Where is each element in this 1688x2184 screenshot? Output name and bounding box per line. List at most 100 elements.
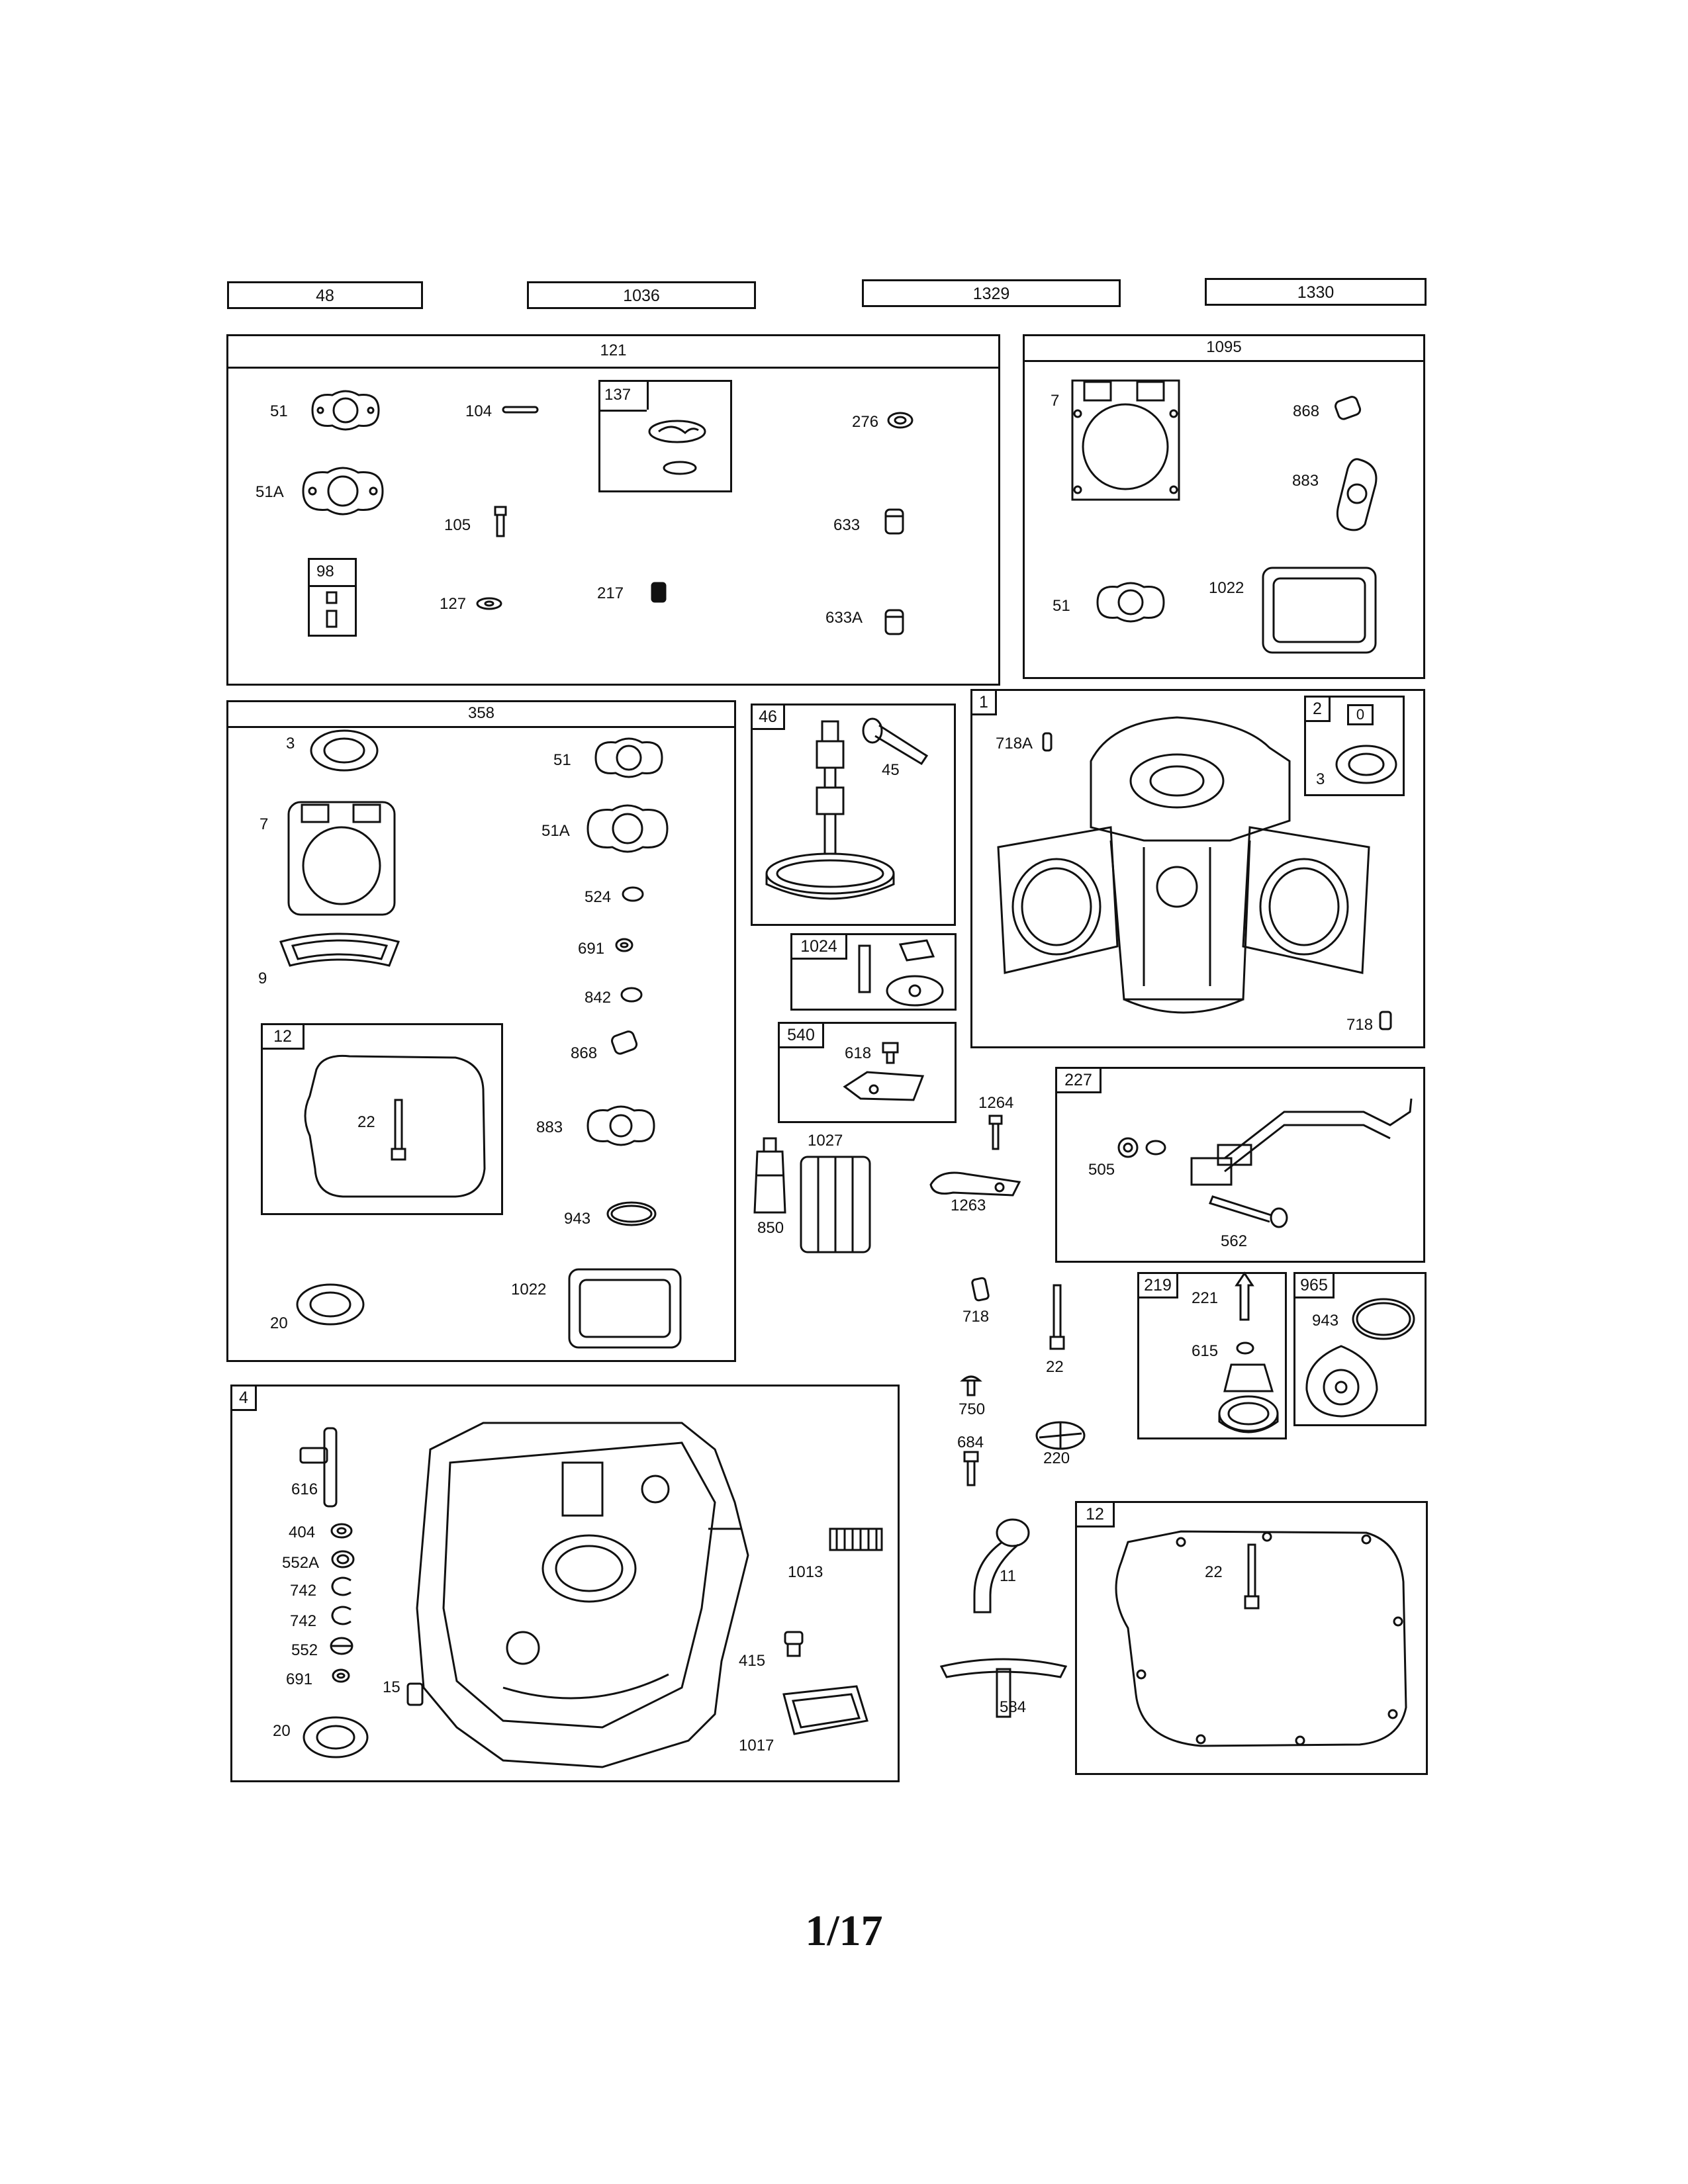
- pin-718: [1379, 1011, 1392, 1030]
- bracket-227: [1190, 1098, 1413, 1186]
- label-7b: 7: [259, 815, 269, 833]
- part-box-1329: 1329: [862, 279, 1121, 307]
- label-1264: 1264: [978, 1094, 1014, 1112]
- cover-gasket-1022: [1262, 567, 1377, 654]
- label-415: 415: [739, 1652, 766, 1670]
- label-1027: 1027: [808, 1132, 843, 1150]
- label-718: 718: [1346, 1016, 1374, 1034]
- box-540-panel: 540: [778, 1022, 957, 1123]
- box-219-title: 219: [1137, 1272, 1178, 1298]
- screw-684: [963, 1451, 979, 1486]
- bolt-22b: [1049, 1284, 1065, 1350]
- label-505: 505: [1088, 1161, 1115, 1179]
- oring-524: [622, 886, 644, 902]
- box-1024-panel: 1024: [790, 933, 957, 1011]
- label-221: 221: [1192, 1289, 1219, 1307]
- kit-12-panel: 12: [261, 1023, 503, 1215]
- box-4-title: 4: [230, 1385, 257, 1411]
- diaphragm-137: [648, 420, 706, 475]
- bolt-562: [1209, 1195, 1288, 1228]
- pin-718b: [971, 1277, 990, 1302]
- box-46-title: 46: [751, 704, 785, 730]
- label-1022b: 1022: [511, 1281, 547, 1298]
- box-12b-panel: 12: [1075, 1501, 1428, 1775]
- oil-pump-1024: [858, 939, 944, 1007]
- label-104: 104: [465, 402, 492, 420]
- box-2-title: 2: [1304, 696, 1331, 722]
- label-11: 11: [1000, 1567, 1016, 1585]
- seal-20: [296, 1283, 365, 1326]
- screw-1264: [988, 1115, 1003, 1150]
- label-691b: 691: [286, 1670, 313, 1688]
- label-562: 562: [1221, 1232, 1248, 1250]
- label-750: 750: [959, 1400, 986, 1418]
- box-965-panel: 965: [1293, 1272, 1427, 1426]
- part-box-1330: 1330: [1205, 278, 1427, 306]
- gasket-51A: [302, 467, 384, 516]
- crankcase-4: [416, 1422, 749, 1768]
- oring-943b: [1352, 1298, 1415, 1340]
- dipstick-tube-11: [973, 1518, 1030, 1614]
- gasket-883b: [586, 1105, 655, 1146]
- bolt-22: [391, 1099, 406, 1161]
- part-box-48: 48: [227, 281, 423, 309]
- seal-3: [310, 729, 379, 772]
- label-9: 9: [258, 970, 267, 987]
- label-217: 217: [597, 584, 624, 602]
- label-3: 3: [286, 735, 295, 752]
- cover-1017: [782, 1685, 868, 1735]
- shaft-584: [939, 1658, 1068, 1718]
- label-22c: 22: [1205, 1563, 1223, 1581]
- label-1263: 1263: [951, 1197, 986, 1214]
- label-868b: 868: [571, 1044, 598, 1062]
- governor-gear-219: [1218, 1363, 1279, 1433]
- label-15: 15: [383, 1678, 400, 1696]
- plug-415: [784, 1631, 804, 1657]
- label-618: 618: [845, 1044, 872, 1062]
- label-1022: 1022: [1209, 579, 1244, 597]
- bushing-552: [330, 1637, 353, 1655]
- gasket-51: [311, 390, 380, 431]
- screw-15: [406, 1682, 424, 1706]
- page-number: 1/17: [805, 1907, 883, 1955]
- label-883: 883: [1292, 472, 1319, 490]
- box-227-title: 227: [1055, 1067, 1102, 1093]
- crankcase-gasket-12: [304, 1054, 486, 1198]
- label-1017: 1017: [739, 1737, 774, 1754]
- box-2-sub-tag: 0: [1347, 704, 1374, 725]
- kit-137-title: 137: [604, 386, 632, 404]
- box-219-panel: 219: [1137, 1272, 1287, 1439]
- label-404: 404: [289, 1524, 316, 1541]
- label-127: 127: [440, 595, 467, 613]
- gasket-51b: [1096, 582, 1165, 623]
- oring-943: [606, 1201, 657, 1226]
- gasket-51A-b: [586, 804, 669, 853]
- kit-121-panel: 121: [226, 334, 1000, 686]
- label-51A: 51A: [256, 483, 284, 501]
- label-220: 220: [1043, 1449, 1070, 1467]
- label-20: 20: [270, 1314, 288, 1332]
- label-51c: 51: [553, 751, 571, 769]
- clip-742b: [331, 1606, 352, 1625]
- label-842: 842: [585, 989, 612, 1007]
- label-45: 45: [882, 761, 900, 779]
- kit-137-panel: 137: [598, 380, 732, 492]
- bushing-633: [884, 508, 904, 535]
- label-524: 524: [585, 888, 612, 906]
- spring-217: [651, 582, 667, 603]
- label-883b: 883: [536, 1118, 563, 1136]
- label-51A-b: 51A: [541, 822, 570, 840]
- label-552: 552: [291, 1641, 318, 1659]
- label-684: 684: [957, 1433, 984, 1451]
- gasket-883: [1336, 458, 1378, 531]
- box-540-title: 540: [778, 1022, 824, 1048]
- pin-718A: [1042, 732, 1053, 752]
- camshaft-46: [765, 720, 895, 900]
- bushing-633A: [884, 609, 904, 635]
- oring-691b: [332, 1668, 350, 1683]
- head-gasket-7b: [287, 801, 396, 916]
- box-227-panel: 227: [1055, 1067, 1425, 1263]
- label-3b: 3: [1316, 770, 1325, 788]
- bracket-1263: [929, 1171, 1021, 1197]
- pin-104: [502, 406, 539, 414]
